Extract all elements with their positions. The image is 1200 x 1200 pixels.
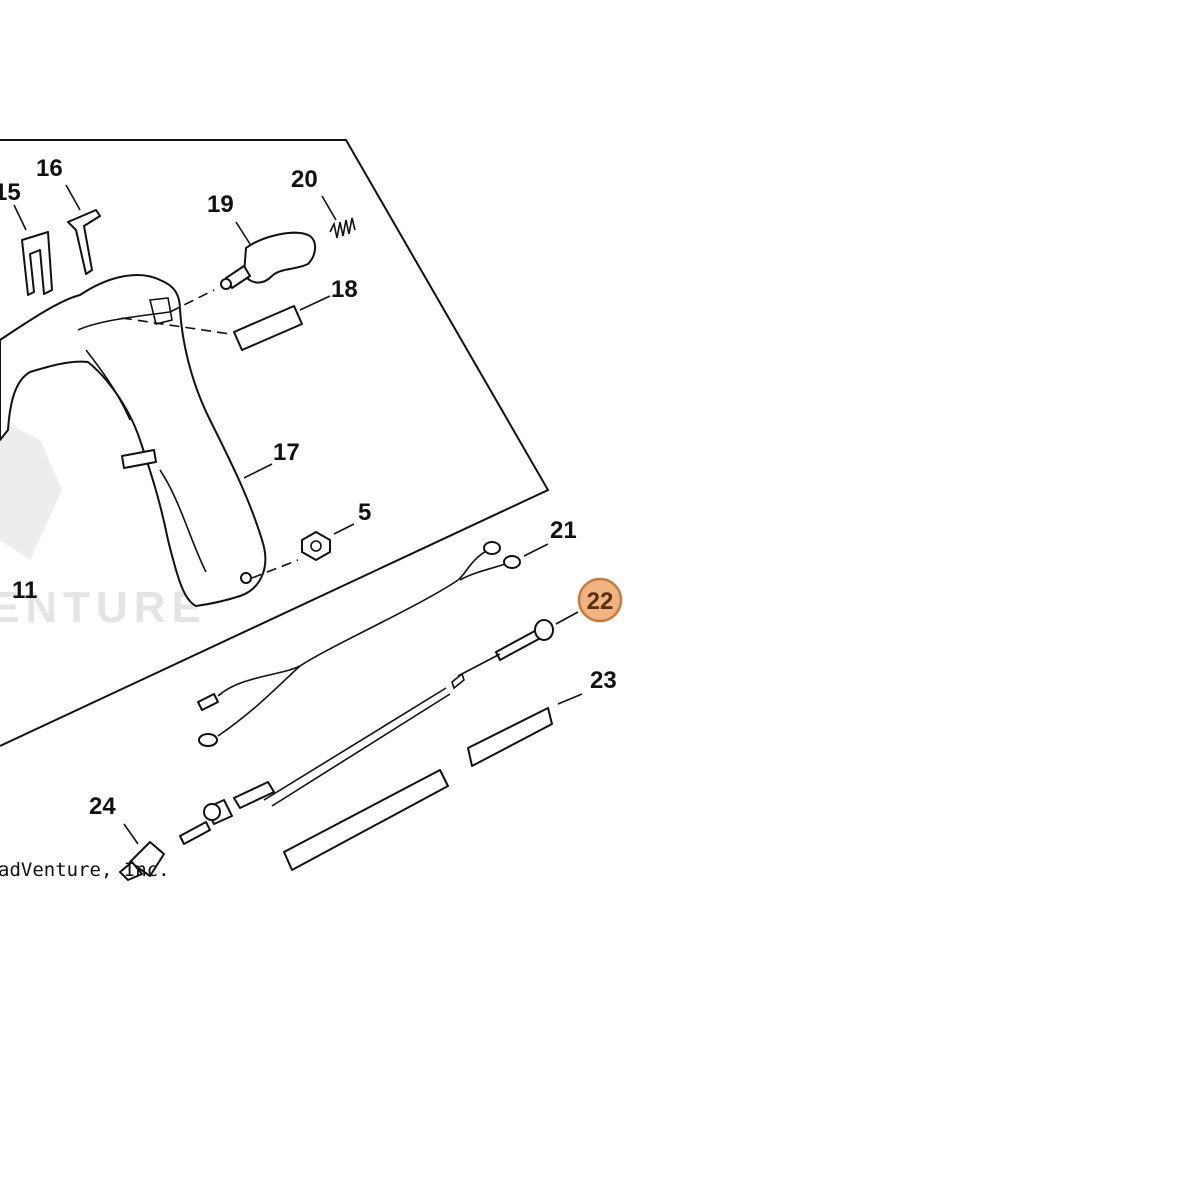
part-17-handle: [0, 274, 299, 607]
highlight-circle[interactable]: [577, 577, 623, 623]
callout-21: 21: [550, 517, 577, 544]
part-15-bracket: [13, 204, 53, 296]
part-5-nut: [301, 523, 355, 561]
watermark-text: ENTURE: [0, 583, 207, 632]
callout-22[interactable]: 22: [587, 588, 614, 615]
part-21-wire-harness: [197, 541, 549, 747]
part-18-block: [233, 295, 331, 351]
callout-19: 19: [207, 191, 234, 218]
callout-23: 23: [590, 667, 617, 694]
part-16-bracket: [65, 184, 101, 275]
section-panel-border: [0, 139, 550, 747]
part-22-throttle-cable: [179, 611, 579, 845]
watermark: ENTURE: [0, 420, 207, 632]
callout-16: 16: [36, 155, 63, 182]
copyright-text: adVenture, Inc.: [0, 859, 170, 881]
callout-22-highlighted[interactable]: 22: [577, 577, 623, 623]
part-24-cap: [119, 823, 165, 881]
callout-15: 15: [0, 179, 21, 206]
watermark-logo: [0, 420, 62, 560]
callout-17: 17: [273, 439, 300, 466]
callout-20: 20: [291, 166, 318, 193]
callout-18: 18: [331, 276, 358, 303]
callout-5: 5: [358, 499, 371, 526]
callout-24: 24: [89, 793, 116, 820]
part-23-springs: [283, 693, 583, 871]
part-19-trigger: [220, 221, 316, 290]
callout-11: 11: [12, 577, 37, 604]
part-20-spring: [321, 195, 356, 239]
